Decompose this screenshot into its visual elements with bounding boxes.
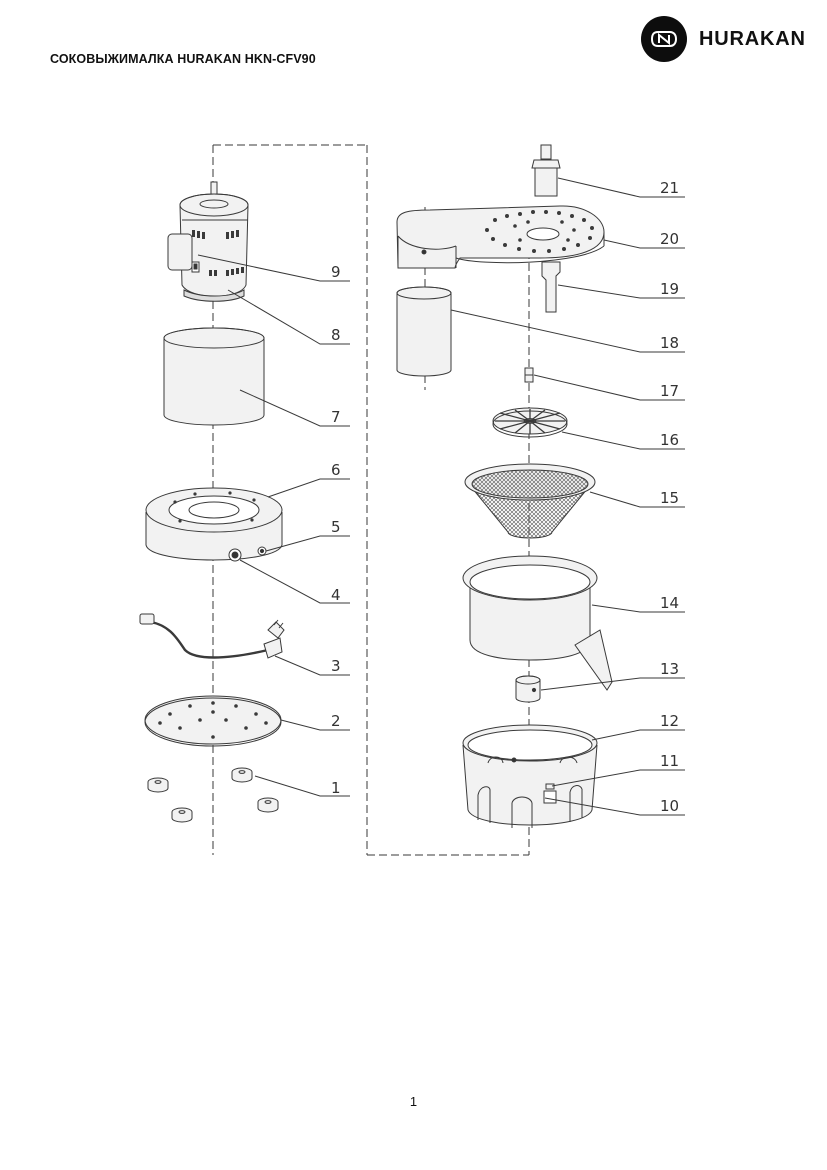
part-2-plate [144,695,282,747]
callout-label-9: 9 [331,263,341,281]
part-14-juice-bowl [462,555,613,691]
part-4-switch [228,548,242,562]
callout-label-16: 16 [660,431,679,449]
part-7-cylinder [163,327,265,426]
part-6-base [145,487,283,561]
callout-label-18: 18 [660,334,679,352]
callout-label-2: 2 [331,712,341,730]
part-15-filter-basket [464,463,596,539]
hurakan-logo-icon [641,16,687,62]
callout-label-3: 3 [331,657,341,675]
document-title: СОКОВЫЖИМАЛКА HURAKAN HKN-CFV90 [50,52,316,66]
part-21-spindle [531,144,561,197]
callout-label-15: 15 [660,489,679,507]
part-13-coupling [515,675,541,703]
part-20-lid [396,205,605,269]
part-1-feet [147,767,279,823]
callout-label-21: 21 [660,179,679,197]
brand-logo: HURAKAN [641,16,806,62]
part-17-nut [524,367,534,383]
callout-label-5: 5 [331,518,341,536]
callout-label-10: 10 [660,797,679,815]
callout-label-20: 20 [660,230,679,248]
brand-name: HURAKAN [699,27,806,50]
callout-label-6: 6 [331,461,341,479]
callout-labels: 1 2 3 4 5 6 7 8 9 10 11 12 13 14 15 16 1… [331,179,679,815]
part-16-grater-disk [492,407,568,438]
callout-label-8: 8 [331,326,341,344]
part-5-button [257,546,267,556]
callout-label-11: 11 [660,752,679,770]
callout-label-1: 1 [331,779,341,797]
page-number: 1 [409,1094,418,1109]
part-19-clamp [541,261,561,313]
callout-leaders [197,177,685,816]
part-9-capacitor [167,233,200,273]
callout-label-19: 19 [660,280,679,298]
callout-label-13: 13 [660,660,679,678]
callout-label-7: 7 [331,408,341,426]
callout-label-17: 17 [660,382,679,400]
part-3-power-cord [139,613,285,659]
part-8-motor [179,181,249,302]
part-18-feeding-tube [396,286,452,377]
callout-label-12: 12 [660,712,679,730]
part-12-housing [462,724,598,828]
callout-label-4: 4 [331,586,341,604]
callout-label-14: 14 [660,594,679,612]
